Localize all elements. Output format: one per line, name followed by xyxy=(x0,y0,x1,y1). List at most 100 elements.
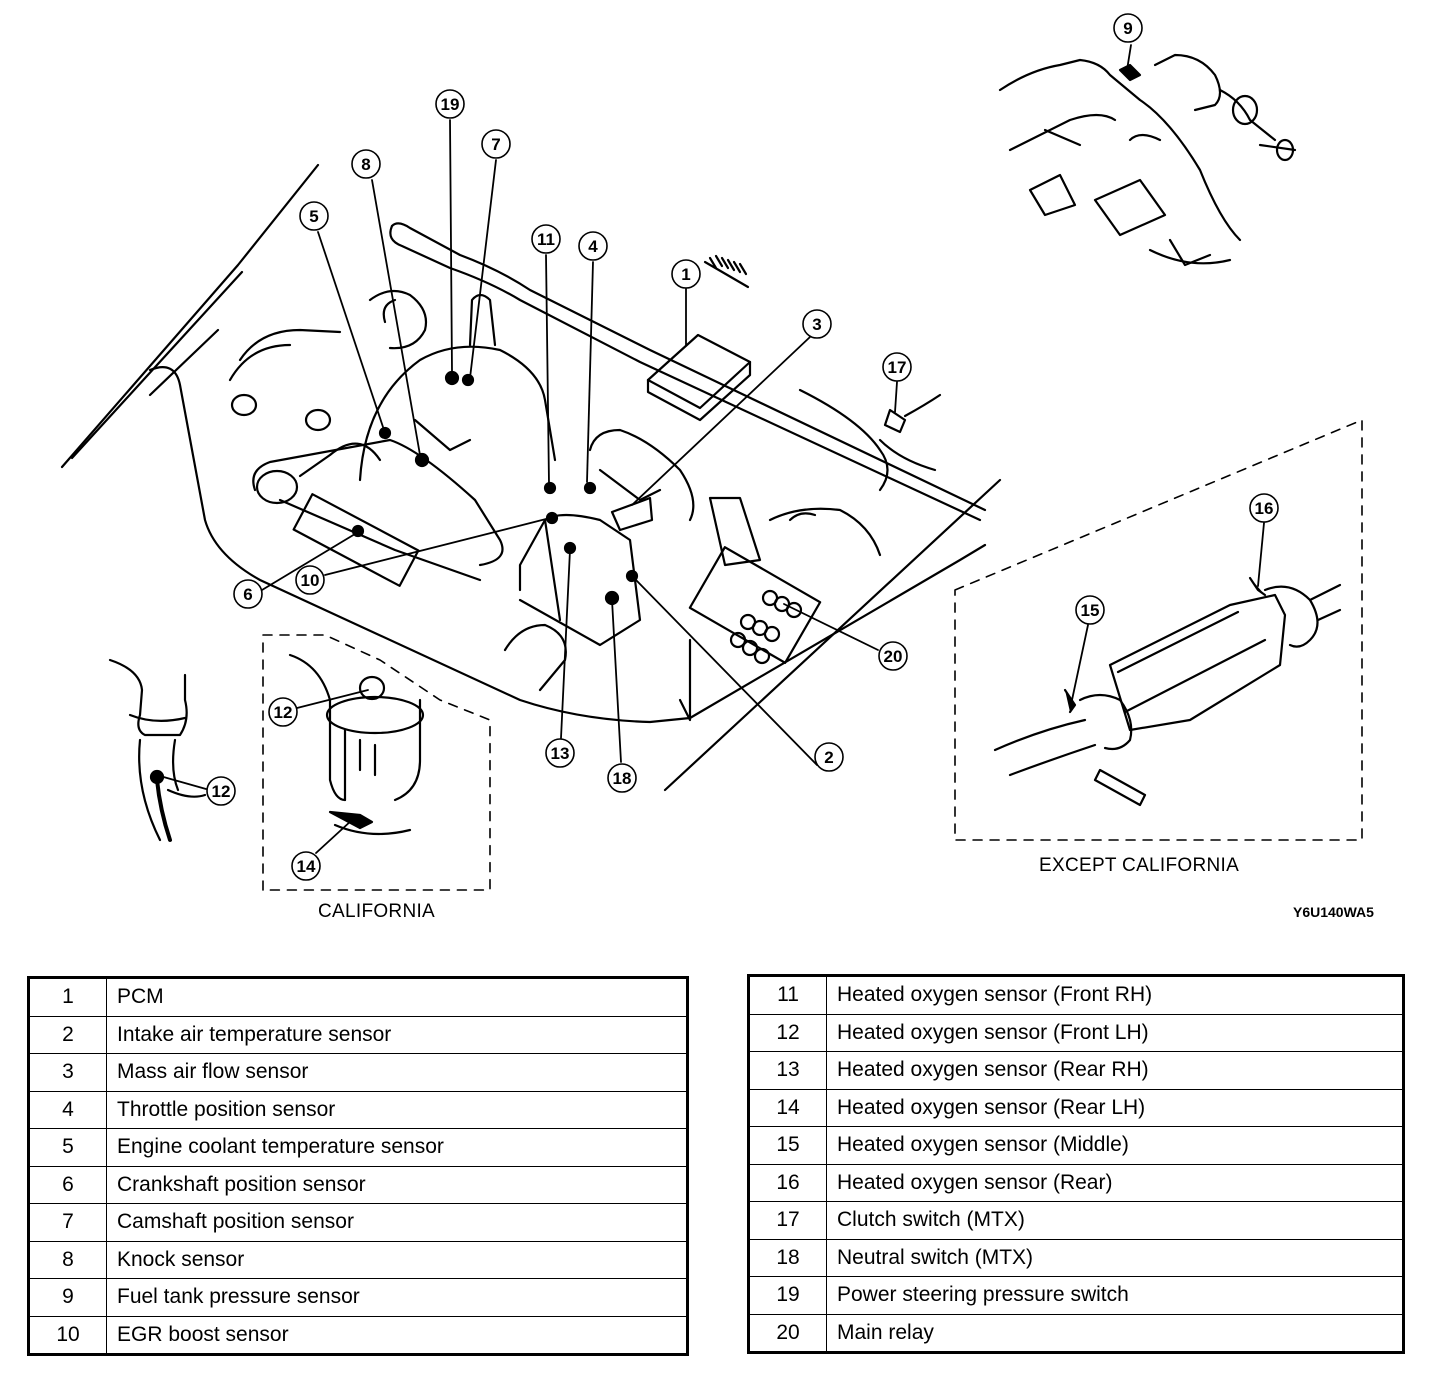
except-california-caption: EXCEPT CALIFORNIA xyxy=(1039,855,1240,876)
callout-20: 20 xyxy=(878,641,908,671)
legend-description: Heated oxygen sensor (Rear) xyxy=(826,1163,1404,1202)
callout-3-label: 3 xyxy=(812,315,821,334)
callout-11-label: 11 xyxy=(537,230,555,249)
legend-number: 19 xyxy=(748,1276,827,1315)
callout-16: 16 xyxy=(1249,493,1279,523)
callout-19: 19 xyxy=(435,89,465,119)
callout-11: 11 xyxy=(531,224,561,254)
legend-description: Main relay xyxy=(826,1313,1404,1353)
figure-code: Y6U140WA5 xyxy=(1293,904,1374,920)
callout-17: 17 xyxy=(882,352,912,382)
engine-bay-drawing xyxy=(60,163,1002,792)
legend-description: Mass air flow sensor xyxy=(106,1053,688,1092)
legend-description: Heated oxygen sensor (Front RH) xyxy=(826,975,1404,1015)
callout-15: 15 xyxy=(1075,595,1105,625)
legend-number: 7 xyxy=(28,1203,107,1242)
legend-number: 5 xyxy=(28,1128,107,1167)
legend-description: Heated oxygen sensor (Rear RH) xyxy=(826,1051,1404,1090)
legend-number: 17 xyxy=(748,1201,827,1240)
callout-14-label: 14 xyxy=(297,857,316,876)
legend-description: Crankshaft position sensor xyxy=(106,1165,688,1204)
callout-18-label: 18 xyxy=(613,769,632,788)
legend-description: Fuel tank pressure sensor xyxy=(106,1278,688,1317)
front-lh-exhaust-drawing xyxy=(108,658,207,842)
legend-number: 16 xyxy=(748,1163,827,1202)
callout-1: 1 xyxy=(671,259,701,289)
legend-description: Heated oxygen sensor (Front LH) xyxy=(826,1013,1404,1052)
callout-8-label: 8 xyxy=(361,155,370,174)
callout-20-label: 20 xyxy=(884,647,903,666)
callout-12-california-label: 12 xyxy=(274,703,293,722)
legend-description: Neutral switch (MTX) xyxy=(826,1238,1404,1277)
callout-5-label: 5 xyxy=(309,207,318,226)
legend-description: Heated oxygen sensor (Middle) xyxy=(826,1126,1404,1165)
callout-15-label: 15 xyxy=(1081,601,1100,620)
callout-14: 14 xyxy=(291,851,321,881)
callout-1-label: 1 xyxy=(681,265,690,284)
legend-description: PCM xyxy=(106,977,688,1017)
callout-13: 13 xyxy=(545,738,575,768)
callout-9: 9 xyxy=(1113,13,1143,43)
callout-3: 3 xyxy=(802,309,832,339)
callout-2: 2 xyxy=(814,742,844,772)
callout-13-label: 13 xyxy=(551,744,570,763)
legend-description: Engine coolant temperature sensor xyxy=(106,1128,688,1167)
callout-8: 8 xyxy=(351,149,381,179)
except-california-inset xyxy=(954,419,1363,841)
legend-number: 8 xyxy=(28,1240,107,1279)
callout-12-california: 12 xyxy=(268,697,298,727)
legend-description: Power steering pressure switch xyxy=(826,1276,1404,1315)
callout-7: 7 xyxy=(481,129,511,159)
legend-number: 20 xyxy=(748,1313,827,1353)
legend-description: Intake air temperature sensor xyxy=(106,1015,688,1054)
callout-4: 4 xyxy=(578,231,608,261)
callout-2-label: 2 xyxy=(824,748,833,767)
callout-6: 6 xyxy=(233,579,263,609)
legend-number: 2 xyxy=(28,1015,107,1054)
callout-18: 18 xyxy=(607,763,637,793)
legend-description: Camshaft position sensor xyxy=(106,1203,688,1242)
legend-number: 12 xyxy=(748,1013,827,1052)
callout-19-label: 19 xyxy=(441,95,460,114)
callout-7-label: 7 xyxy=(491,135,500,154)
engine-sensor-location-diagram: 1 2 3 4 5 6 7 8 9 10 11 12 12 13 14 15 1… xyxy=(60,13,1363,891)
legend-description: Heated oxygen sensor (Rear LH) xyxy=(826,1088,1404,1127)
callout-9-label: 9 xyxy=(1123,19,1132,38)
callout-4-label: 4 xyxy=(588,237,598,256)
legend-description: Clutch switch (MTX) xyxy=(826,1201,1404,1240)
california-caption: CALIFORNIA xyxy=(318,901,436,922)
leader-lines xyxy=(159,44,1265,854)
legend-description: Knock sensor xyxy=(106,1240,688,1279)
callout-10: 10 xyxy=(295,565,325,595)
legend-number: 18 xyxy=(748,1238,827,1277)
legend-number: 13 xyxy=(748,1051,827,1090)
callout-16-label: 16 xyxy=(1255,499,1274,518)
callouts: 1 2 3 4 5 6 7 8 9 10 11 12 12 13 14 15 1… xyxy=(206,13,1279,881)
legend-number: 1 xyxy=(28,977,107,1017)
legend-number: 3 xyxy=(28,1053,107,1092)
legend-number: 15 xyxy=(748,1126,827,1165)
callout-17-label: 17 xyxy=(888,358,907,377)
fuel-tank-drawing xyxy=(998,53,1297,267)
